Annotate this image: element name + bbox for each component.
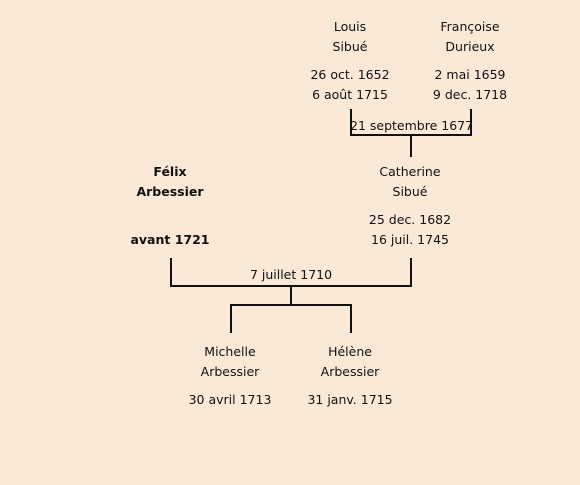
birth-date: 2 mai 1659 bbox=[434, 67, 506, 82]
birth-date: 25 dec. 1682 bbox=[368, 212, 452, 227]
marriage-date-louis-francoise: 21 septembre 1677 bbox=[350, 118, 474, 133]
death-date: 9 dec. 1718 bbox=[432, 87, 508, 102]
death-date: 6 août 1715 bbox=[312, 87, 388, 102]
first-name: Michelle bbox=[204, 344, 256, 359]
first-name: Françoise bbox=[440, 19, 500, 34]
birth-date: 26 oct. 1652 bbox=[310, 67, 390, 82]
birth-date: 31 janv. 1715 bbox=[307, 392, 393, 407]
death-date: avant 1721 bbox=[130, 232, 210, 247]
first-name: Louis bbox=[333, 19, 367, 34]
connector-to-children bbox=[290, 286, 292, 305]
children-bar bbox=[230, 304, 352, 306]
person-catherine-sibue: Catherine Sibué 25 dec. 1682 16 juil. 17… bbox=[350, 162, 470, 250]
last-name: Sibué bbox=[332, 39, 368, 54]
birth-date: 30 avril 1713 bbox=[188, 392, 272, 407]
first-name: Félix bbox=[153, 164, 187, 179]
connector-catherine-down bbox=[410, 258, 412, 286]
connector-francoise-down bbox=[470, 109, 472, 135]
connector-michelle bbox=[230, 305, 232, 333]
connector-louis-down bbox=[350, 109, 352, 135]
first-name: Catherine bbox=[379, 164, 441, 179]
person-michelle-arbessier: Michelle Arbessier 30 avril 1713 bbox=[170, 342, 290, 410]
connector-felix-down bbox=[170, 258, 172, 286]
last-name: Durieux bbox=[445, 39, 495, 54]
person-francoise-durieux: Françoise Durieux 2 mai 1659 9 dec. 1718 bbox=[410, 17, 530, 105]
first-name: Hélène bbox=[328, 344, 372, 359]
last-name: Arbessier bbox=[136, 184, 204, 199]
last-name: Arbessier bbox=[320, 364, 380, 379]
person-felix-arbessier: Félix Arbessier avant 1721 bbox=[110, 162, 230, 250]
marriage-date-felix-catherine: 7 juillet 1710 bbox=[249, 267, 333, 282]
last-name: Sibué bbox=[392, 184, 428, 199]
last-name: Arbessier bbox=[200, 364, 260, 379]
connector-helene bbox=[350, 305, 352, 333]
connector-to-catherine bbox=[410, 135, 412, 157]
person-helene-arbessier: Hélène Arbessier 31 janv. 1715 bbox=[290, 342, 410, 410]
person-louis-sibue: Louis Sibué 26 oct. 1652 6 août 1715 bbox=[290, 17, 410, 105]
death-date: 16 juil. 1745 bbox=[371, 232, 449, 247]
